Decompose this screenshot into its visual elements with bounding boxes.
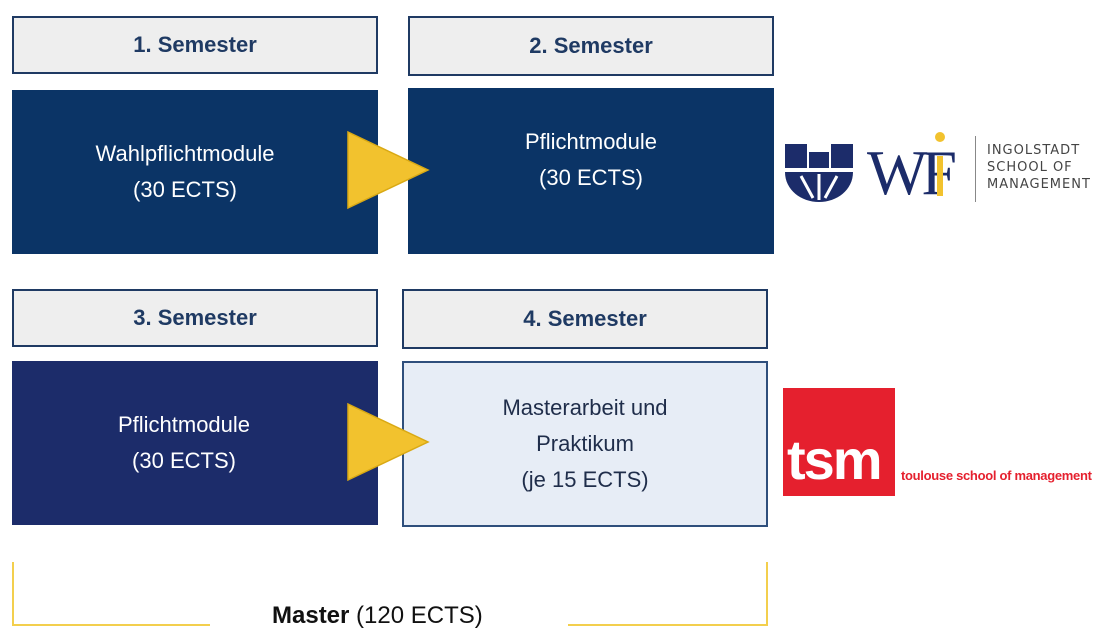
wf-brand-bar-icon [937, 156, 943, 196]
wf-school-line-2: SCHOOL OF [987, 160, 1073, 175]
wf-brand-mark: WF [867, 130, 963, 210]
semester-4-title: 4. Semester [523, 306, 647, 331]
semester-1-module-box: Wahlpflichtmodule (30 ECTS) [12, 90, 378, 254]
master-total-label: Master (120 ECTS) [272, 602, 483, 632]
semester-3-header: 3. Semester [12, 289, 378, 347]
semester-2-module-name: Pflichtmodule [524, 129, 658, 154]
arrow-right-icon [347, 402, 430, 482]
wfi-ingolstadt-logo: WF INGOLSTADT SCHOOL OF MANAGEMENT [783, 128, 1113, 212]
semester-1-module-ects: (30 ECTS) [133, 177, 237, 202]
semester-3-module-box: Pflichtmodule (30 ECTS) [12, 361, 378, 525]
bracket-right-horizontal [568, 624, 768, 626]
semester-3-title: 3. Semester [133, 305, 257, 330]
semester-2-module-box: Pflichtmodule (30 ECTS) [408, 88, 774, 254]
tsm-logo: tsm toulouse school of management [783, 388, 1116, 498]
semester-2-module-ects: (30 ECTS) [539, 165, 643, 190]
wf-divider [975, 136, 976, 202]
master-ects: (120 ECTS) [349, 602, 483, 629]
semester-1-title: 1. Semester [133, 32, 257, 57]
bracket-left-vertical [12, 562, 14, 626]
semester-3-module-ects: (30 ECTS) [132, 448, 236, 473]
wf-school-line-1: INGOLSTADT [987, 143, 1081, 158]
semester-1-header: 1. Semester [12, 16, 378, 74]
semester-4-module-line-2: Praktikum [536, 431, 634, 456]
semester-4-module-line-1: Masterarbeit und [502, 395, 668, 420]
semester-3-module-name: Pflichtmodule [117, 412, 251, 437]
wf-school-name: INGOLSTADT SCHOOL OF MANAGEMENT [987, 142, 1091, 193]
master-label: Master [272, 602, 350, 629]
tsm-red-block: tsm [783, 388, 895, 496]
bracket-right-vertical [766, 562, 768, 626]
semester-4-header: 4. Semester [402, 289, 768, 349]
wf-brand-dot-icon [935, 132, 945, 142]
tsm-tagline: toulouse school of management [901, 468, 1092, 483]
tsm-brand-text: tsm [787, 428, 883, 491]
semester-2-header: 2. Semester [408, 16, 774, 76]
semester-1-module-name: Wahlpflichtmodule [95, 141, 275, 166]
university-shield-icon [785, 144, 853, 202]
semester-4-module-line-3: (je 15 ECTS) [521, 467, 649, 492]
semester-2-title: 2. Semester [529, 33, 653, 58]
bracket-left-horizontal [12, 624, 210, 626]
semester-4-module-box: Masterarbeit und Praktikum (je 15 ECTS) [402, 361, 768, 527]
wf-school-line-3: MANAGEMENT [987, 177, 1091, 192]
arrow-right-icon [347, 130, 430, 210]
